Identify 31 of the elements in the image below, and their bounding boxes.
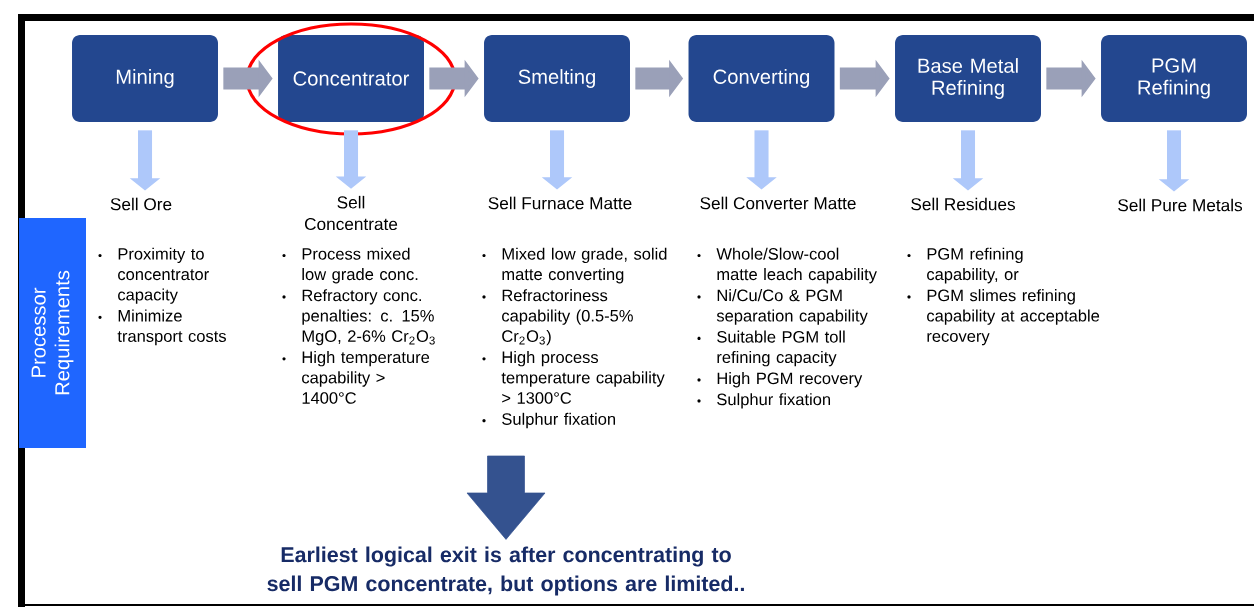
process-box: Base Metal Refining — [895, 35, 1041, 122]
arrow — [466, 455, 546, 540]
process-box: Converting — [688, 35, 835, 122]
outcome-text: Sell Pure Metals — [1118, 198, 1243, 212]
bullet-item: Suitable PGM toll refining capacity — [717, 330, 845, 367]
bullet-item: Whole/Slow-cool matte leach capability — [716, 247, 877, 284]
process-box: PGM Refining — [1101, 35, 1247, 122]
bullet-item: Proximity to concentrator capacity — [118, 247, 209, 304]
bullet-item: Ni/Cu/Co & PGM separation capability — [716, 289, 868, 325]
bullet-item: Mixed low grade, solid matte converting — [502, 247, 667, 284]
bullet-item: High PGM recovery — [717, 372, 863, 388]
bullet-item: Refractoriness capability (0.5-5% Cr$_{2}$O$_{3}$) — [502, 289, 633, 346]
outcome-text: Sell Furnace Matte — [488, 196, 632, 210]
process-box: Concentrator — [278, 35, 424, 122]
bullet-item: High temperature capability > 1400°C — [302, 350, 430, 404]
outcome-text: Sell Concentrate — [305, 195, 398, 231]
side-band: Processor Requirements — [19, 218, 86, 448]
bullet-item: Sulphur fixation — [502, 412, 615, 429]
process-box: Smelting — [484, 35, 630, 122]
outcome-text: Sell Converter Matte — [700, 196, 856, 210]
outcome-text: Sell Ore — [110, 197, 172, 211]
bullet-item: PGM slimes refining capability at acceptable recovery — [927, 289, 1100, 346]
bullet-item: Minimize transport costs — [117, 309, 226, 346]
outcome-text: Sell Residues — [911, 197, 1015, 211]
bullet-item: High process temperature capability > 1300°C — [501, 350, 665, 404]
conclusion-text: Earliest logical exit is after concentrating to sell PGM concentrate, but options are limited.. — [267, 546, 744, 596]
bullet-item: Process mixed low grade conc. — [302, 247, 418, 284]
bullet-item: Refractory conc. penalties: c. 15% MgO, 2-6% Cr$_{2}$O$_{3}$ — [302, 289, 435, 346]
process-box: Mining — [72, 35, 218, 122]
bullet-item: PGM refining capability, or — [927, 247, 1023, 284]
bullet-item: Sulphur fixation — [717, 393, 830, 409]
